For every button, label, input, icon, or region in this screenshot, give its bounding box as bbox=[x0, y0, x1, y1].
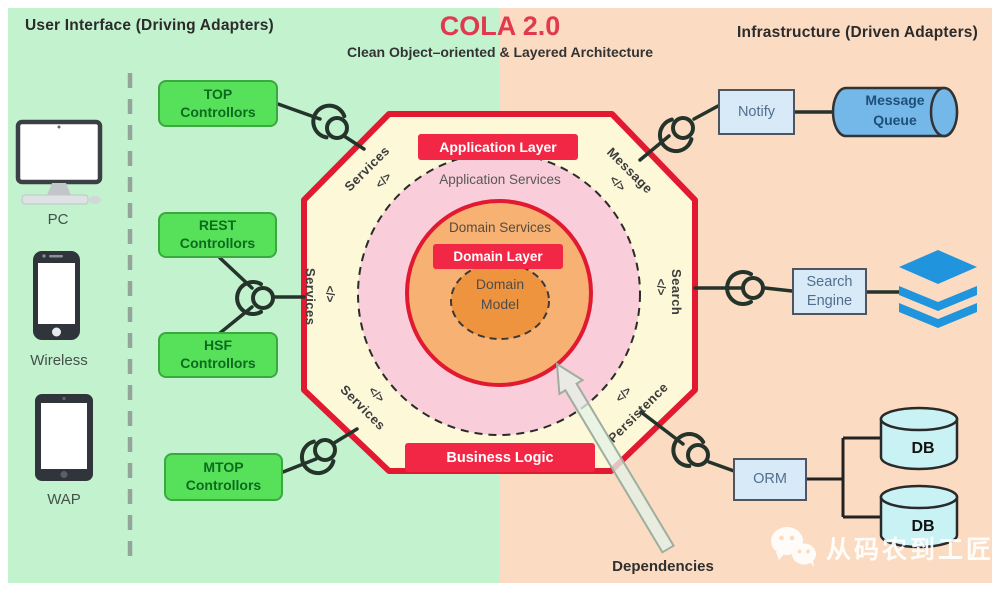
watermark: 从码农到工匠 bbox=[768, 524, 994, 572]
orm-db-bracket bbox=[807, 436, 881, 519]
socket-ball-bottom-right bbox=[686, 443, 710, 467]
orm-box: ORM bbox=[733, 458, 807, 501]
dependencies-label: Dependencies bbox=[612, 558, 714, 575]
hsf-controllers-line1: HSF bbox=[204, 337, 232, 354]
page-title: COLA 2.0 bbox=[439, 11, 561, 41]
db-top-label: DB bbox=[911, 440, 935, 457]
mtop-controllers-line1: MTOP bbox=[203, 459, 244, 476]
db-cylinder-top bbox=[879, 406, 959, 471]
application-services-label: Application Services bbox=[439, 172, 561, 187]
rest-controllers-line2: Controllors bbox=[179, 235, 256, 251]
infrastructure-title: Infrastructure (Driven Adapters) bbox=[737, 24, 978, 41]
hsf-controllers-box: HSF Controllors bbox=[158, 332, 278, 378]
mtop-controllers-line2: Controllors bbox=[185, 477, 262, 493]
wireless-label: Wireless bbox=[30, 352, 88, 369]
port-services-left: Services bbox=[303, 268, 318, 326]
domain-services-label: Domain Services bbox=[448, 220, 552, 235]
wireless-phone-icon bbox=[33, 251, 80, 340]
rest-controllers-box: REST Controllors bbox=[158, 212, 277, 258]
orm-label: ORM bbox=[753, 471, 787, 488]
pc-label: PC bbox=[47, 211, 69, 228]
domain-layer-badge: Domain Layer bbox=[433, 244, 563, 269]
message-queue-line2: Queue bbox=[873, 112, 917, 129]
socket-arc-bottom-right bbox=[671, 432, 706, 468]
user-interface-title: User Interface (Driving Adapters) bbox=[25, 17, 274, 34]
port-search-right: Search bbox=[669, 268, 684, 316]
pc-icon bbox=[15, 119, 103, 205]
socket-ball-top-left bbox=[325, 116, 349, 140]
wechat-icon bbox=[771, 527, 816, 567]
message-queue-cylinder bbox=[831, 86, 959, 138]
wap-tablet-icon bbox=[35, 394, 93, 481]
socket-arc-bottom-left bbox=[300, 439, 336, 475]
watermark-text: 从码农到工匠 bbox=[826, 535, 995, 564]
message-queue-line1: Message bbox=[865, 92, 925, 108]
domain-model-line1: Domain bbox=[475, 276, 525, 292]
db-cylinder-bottom bbox=[879, 484, 959, 549]
application-layer-badge: Application Layer bbox=[418, 134, 578, 160]
socket-ball-top-right bbox=[671, 116, 695, 140]
socket-ball-left bbox=[251, 286, 275, 310]
socket-arc-top-right bbox=[658, 117, 694, 153]
business-logic-badge: Business Logic bbox=[405, 443, 595, 472]
message-queue-label: Message Queue bbox=[845, 90, 945, 131]
domain-model-label: Domain Model bbox=[452, 274, 548, 314]
page-subtitle: Clean Object–oriented & Layered Architec… bbox=[346, 44, 654, 60]
top-controllers-line2: Controllors bbox=[180, 103, 256, 120]
search-engine-line1: Search bbox=[806, 274, 853, 291]
search-engine-box: Search Engine bbox=[792, 268, 867, 315]
rest-controllers-line1: REST bbox=[198, 217, 237, 234]
wap-label: WAP bbox=[47, 491, 81, 508]
port-socket-connectors bbox=[235, 103, 765, 475]
notify-box: Notify bbox=[718, 89, 795, 135]
socket-arc-left bbox=[235, 280, 263, 316]
notify-label: Notify bbox=[737, 103, 776, 120]
socket-arc-top-left bbox=[311, 103, 347, 140]
search-stack-icon bbox=[899, 250, 977, 328]
hsf-controllers-line2: Controllors bbox=[180, 355, 256, 371]
domain-model-line2: Model bbox=[480, 296, 520, 312]
socket-ball-bottom-left bbox=[313, 438, 337, 462]
top-controllers-box: TOP Controllors bbox=[158, 80, 278, 127]
socket-ball-right bbox=[741, 276, 765, 300]
mtop-controllers-box: MTOP Controllors bbox=[164, 453, 283, 501]
db-bottom-label: DB bbox=[911, 518, 935, 535]
search-engine-line2: Engine bbox=[806, 292, 853, 309]
top-controllers-line1: TOP bbox=[203, 85, 233, 102]
socket-arc-right bbox=[725, 270, 753, 306]
